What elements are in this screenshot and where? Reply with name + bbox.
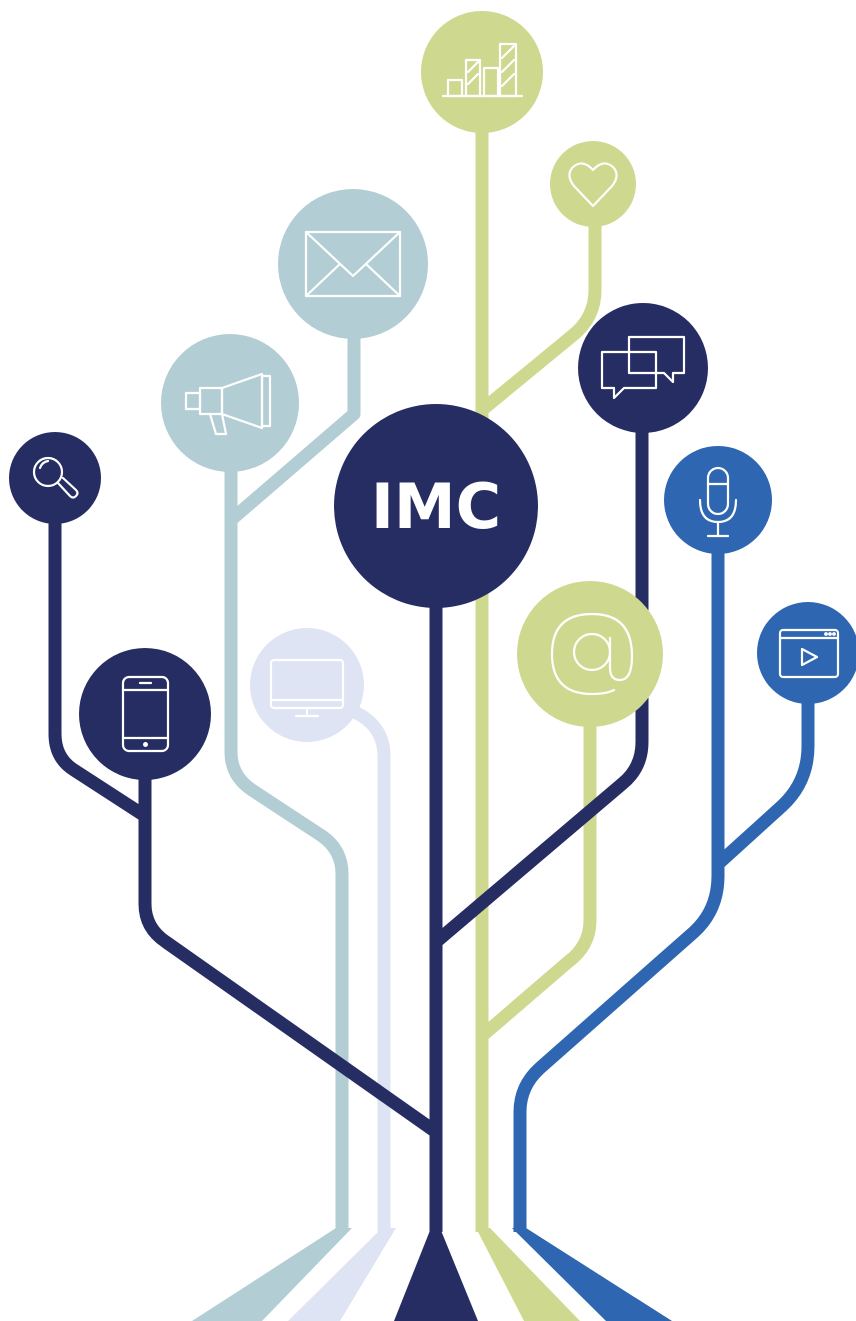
branch-mic — [513, 500, 725, 1232]
node-at-sign — [517, 581, 663, 727]
root-blue — [512, 1228, 672, 1321]
branch-chat — [431, 368, 649, 947]
microphone-icon — [698, 466, 738, 538]
branch-video — [713, 652, 815, 869]
at-sign-icon — [550, 612, 634, 696]
node-video-player — [757, 602, 856, 704]
monitor-icon — [269, 658, 345, 718]
megaphone-icon — [184, 372, 272, 436]
node-megaphone — [161, 334, 299, 472]
node-bar-chart — [421, 11, 543, 133]
branch-teal-trunk — [224, 404, 349, 1232]
node-heart — [550, 141, 636, 227]
branch-heart — [477, 185, 602, 416]
root-pale — [288, 1228, 396, 1321]
root-teal — [192, 1228, 352, 1321]
node-monitor — [250, 628, 364, 742]
heart-icon — [568, 162, 618, 208]
node-center: IMC — [334, 404, 538, 608]
branch-magnifier — [48, 478, 149, 822]
bar-chart-icon — [441, 42, 524, 98]
node-chat — [578, 303, 708, 433]
roots — [192, 1228, 672, 1321]
node-smartphone — [79, 648, 211, 780]
node-microphone — [664, 446, 772, 554]
video-player-icon — [778, 628, 840, 679]
center-label: IMC — [371, 470, 501, 543]
root-lime — [476, 1228, 580, 1321]
chat-bubbles-icon — [600, 335, 686, 400]
node-magnifier — [9, 432, 101, 524]
node-envelope — [278, 189, 428, 339]
branch-at — [477, 655, 597, 1041]
envelope-icon — [304, 230, 402, 298]
smartphone-icon — [121, 675, 170, 753]
branch-phone — [138, 714, 440, 1138]
magnifier-icon — [32, 456, 79, 499]
branch-monitor — [306, 680, 391, 1232]
root-navy — [394, 1228, 478, 1321]
branches — [48, 72, 815, 1232]
